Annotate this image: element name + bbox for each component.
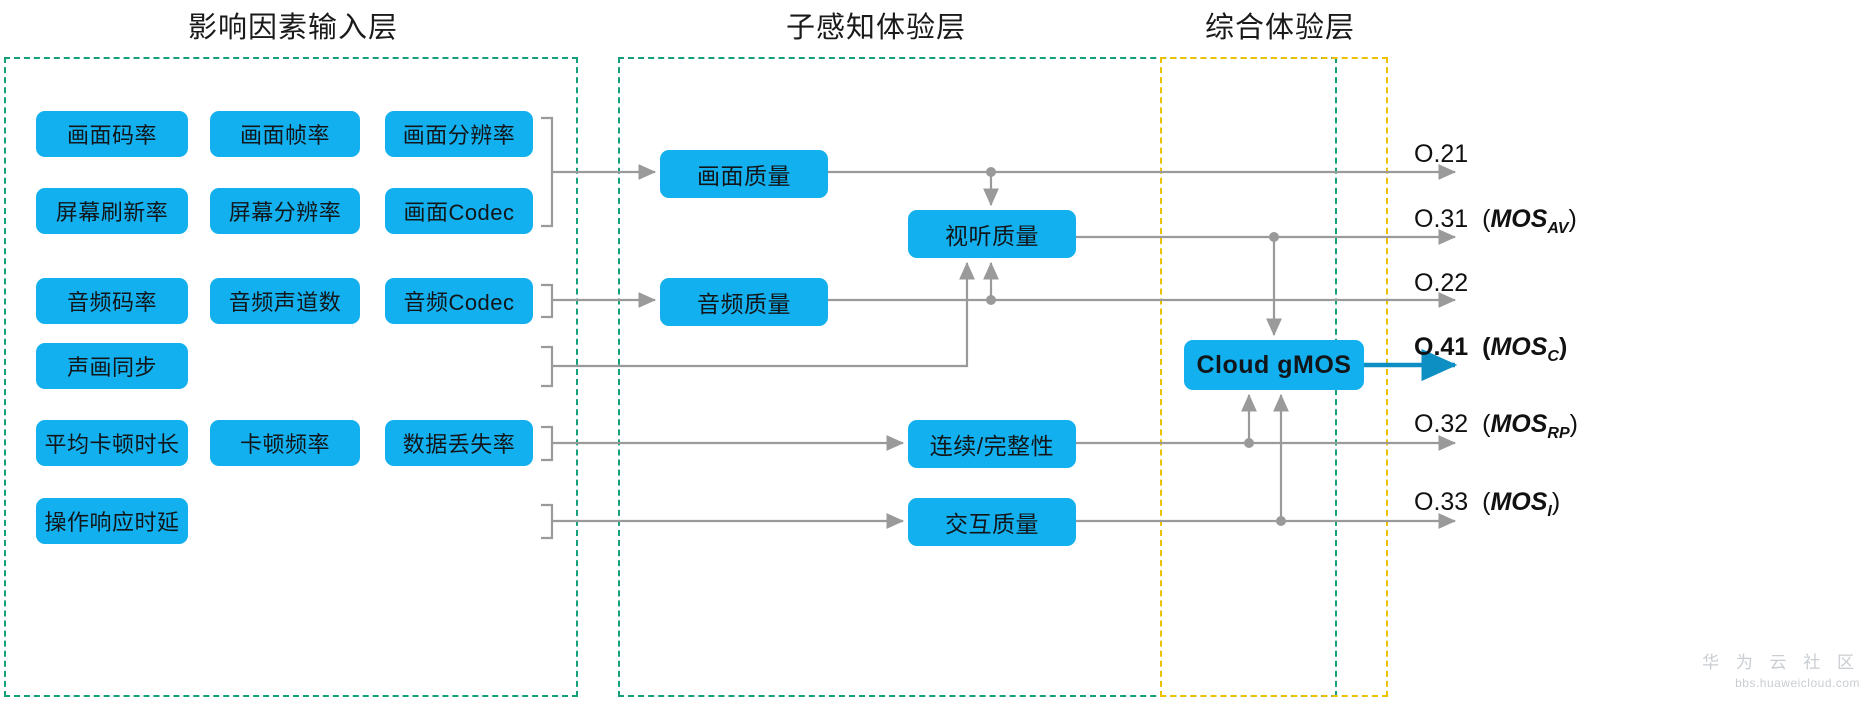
- node-video-bitrate[interactable]: 画面码率: [36, 111, 188, 157]
- node-interaction-quality[interactable]: 交互质量: [908, 498, 1076, 546]
- output-label-o31: O.31 (MOSAV): [1414, 205, 1577, 238]
- node-video-resolution[interactable]: 画面分辨率: [385, 111, 533, 157]
- output-label-o41: O.41 (MOSC): [1414, 333, 1567, 366]
- watermark: 华 为 云 社 区 bbs.huaweicloud.com: [1680, 648, 1860, 690]
- node-audio-bitrate[interactable]: 音频码率: [36, 278, 188, 324]
- output-label-o21: O.21: [1414, 140, 1468, 169]
- node-data-loss-rate[interactable]: 数据丢失率: [385, 420, 533, 466]
- output-code-o32: O.32: [1414, 410, 1469, 438]
- node-screen-refresh-rate[interactable]: 屏幕刷新率: [36, 188, 188, 234]
- output-mos-o41: (MOSC): [1475, 333, 1568, 365]
- output-code-o21: O.21: [1414, 140, 1469, 168]
- node-avg-stall-duration[interactable]: 平均卡顿时长: [36, 420, 188, 466]
- node-av-quality[interactable]: 视听质量: [908, 210, 1076, 258]
- output-mos-o33: (MOSI): [1475, 488, 1561, 520]
- node-video-codec[interactable]: 画面Codec: [385, 188, 533, 234]
- watermark-en: bbs.huaweicloud.com: [1735, 676, 1860, 690]
- node-cloud-gmos[interactable]: Cloud gMOS: [1184, 340, 1364, 390]
- node-audio-channels[interactable]: 音频声道数: [210, 278, 360, 324]
- node-picture-quality[interactable]: 画面质量: [660, 150, 828, 198]
- output-mos-o31: (MOSAV): [1475, 205, 1577, 237]
- node-stall-frequency[interactable]: 卡顿频率: [210, 420, 360, 466]
- output-code-o33: O.33: [1414, 488, 1469, 516]
- output-code-o41: O.41: [1414, 333, 1469, 361]
- layer-title-input: 影响因素输入层: [188, 12, 399, 44]
- output-label-o33: O.33 (MOSI): [1414, 488, 1560, 521]
- node-audio-codec[interactable]: 音频Codec: [385, 278, 533, 324]
- layer-boundary-overall: [1160, 57, 1388, 697]
- node-continuity-integrity[interactable]: 连续/完整性: [908, 420, 1076, 468]
- node-audio-quality[interactable]: 音频质量: [660, 278, 828, 326]
- node-video-framerate[interactable]: 画面帧率: [210, 111, 360, 157]
- node-operation-response-latency[interactable]: 操作响应时延: [36, 498, 188, 544]
- output-mos-o32: (MOSRP): [1475, 410, 1578, 442]
- layer-title-sub-perception: 子感知体验层: [786, 12, 967, 44]
- layer-boundary-input: [4, 57, 578, 697]
- watermark-cn: 华 为 云 社 区: [1702, 653, 1860, 672]
- layer-title-overall: 综合体验层: [1205, 12, 1356, 44]
- output-code-o22: O.22: [1414, 269, 1469, 297]
- output-label-o22: O.22: [1414, 269, 1468, 298]
- output-code-o31: O.31: [1414, 205, 1469, 233]
- node-av-sync[interactable]: 声画同步: [36, 343, 188, 389]
- node-screen-resolution[interactable]: 屏幕分辨率: [210, 188, 360, 234]
- output-label-o32: O.32 (MOSRP): [1414, 410, 1578, 443]
